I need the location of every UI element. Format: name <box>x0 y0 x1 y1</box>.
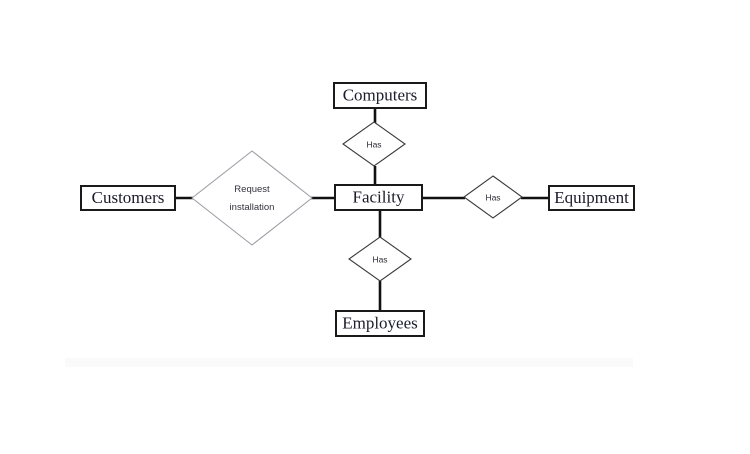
entity-facility[interactable]: Facility <box>334 184 423 211</box>
entity-box-computers <box>333 82 427 109</box>
diamond-shape-has-employees <box>348 236 412 282</box>
connector-group <box>175 108 549 311</box>
entity-box-equipment <box>548 185 635 211</box>
entity-label-employees: Employees <box>342 313 418 332</box>
diamond-shape-has-equipment <box>463 175 523 219</box>
relationship-label-has-computers: Has <box>366 139 381 149</box>
relationship-has-computers[interactable]: Has <box>342 121 406 167</box>
entity-box-customers <box>80 185 176 211</box>
entity-label-computers: Computers <box>343 85 418 104</box>
diamond-shape-has-computers <box>342 121 406 167</box>
entity-box-employees <box>335 310 425 337</box>
entity-equipment[interactable]: Equipment <box>548 185 635 211</box>
relationship-has-employees[interactable]: Has <box>348 236 412 282</box>
footer-band <box>65 358 633 367</box>
relationship-label-has-employees: Has <box>372 254 387 264</box>
relationship-has-equipment[interactable]: Has <box>463 175 523 219</box>
entity-box-facility <box>334 184 423 211</box>
entity-label-equipment: Equipment <box>554 188 629 207</box>
entity-customers[interactable]: Customers <box>80 185 176 211</box>
entity-label-customers: Customers <box>92 188 165 207</box>
entity-label-facility: Facility <box>353 187 405 206</box>
entity-employees[interactable]: Employees <box>335 310 425 337</box>
relationship-label-has-equipment: Has <box>485 192 500 202</box>
diamond-shape-request-installation <box>191 150 313 246</box>
entity-computers[interactable]: Computers <box>333 82 427 109</box>
